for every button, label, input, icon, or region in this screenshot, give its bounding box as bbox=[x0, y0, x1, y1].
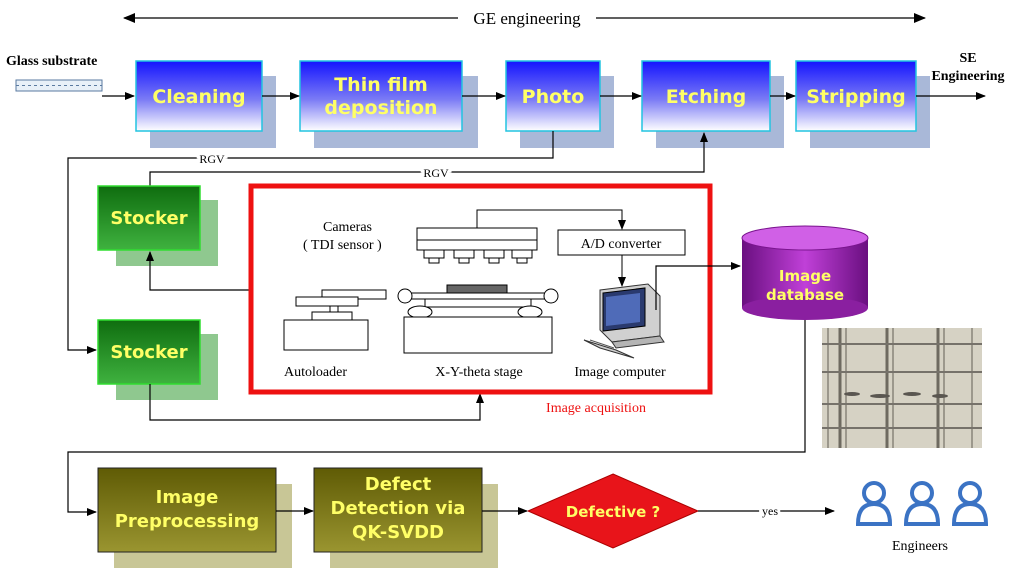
process-step-label: Thin film bbox=[334, 74, 428, 96]
process-step-label: Etching bbox=[666, 86, 747, 108]
defective-decision: Defective ? bbox=[526, 473, 700, 549]
svg-text:yes: yes bbox=[762, 504, 778, 518]
ad-converter-box bbox=[557, 229, 686, 256]
rgv-label: RGV bbox=[423, 166, 449, 180]
se-engineering-label: SE bbox=[959, 51, 976, 66]
process-step-label: Stripping bbox=[806, 86, 906, 108]
analysis-step-image-preprocessing: Image Preprocessing bbox=[97, 467, 292, 568]
glass-substrate: Glass substrate bbox=[6, 54, 135, 100]
tdi-sensor-label: ( TDI sensor ) bbox=[303, 238, 382, 253]
engineer-icon bbox=[951, 481, 989, 526]
engineers-label: Engineers bbox=[892, 539, 948, 554]
decision-label: Defective ? bbox=[566, 503, 660, 521]
stocker-bottom: Stocker bbox=[97, 319, 218, 400]
stocker-label: Stocker bbox=[110, 208, 187, 229]
ge-engineering-span: GE engineering bbox=[123, 9, 926, 28]
svg-text:RGV: RGV bbox=[423, 166, 449, 180]
panel-sample-image bbox=[822, 328, 982, 448]
glass-substrate-label: Glass substrate bbox=[6, 54, 97, 69]
xy-theta-stage-icon bbox=[397, 284, 559, 354]
analysis-step-label: QK-SVDD bbox=[352, 522, 444, 543]
engineers-group: Engineers bbox=[855, 481, 989, 554]
process-step-label: Photo bbox=[522, 86, 585, 108]
process-step-stripping: Stripping bbox=[795, 60, 917, 132]
cameras-label: Cameras bbox=[323, 220, 372, 235]
cameras-icon bbox=[416, 227, 538, 264]
process-step-cleaning: Cleaning bbox=[135, 60, 263, 132]
autoloader-label: Autoloader bbox=[284, 365, 347, 380]
analysis-step-label: Image bbox=[156, 487, 219, 508]
xy-theta-stage-label: X-Y-theta stage bbox=[435, 365, 522, 380]
analysis-step-label: Defect bbox=[365, 474, 432, 495]
process-step-label: deposition bbox=[324, 97, 437, 119]
image-computer-label: Image computer bbox=[574, 365, 666, 380]
process-row: Cleaning Thin film deposition Photo Etch… bbox=[135, 60, 986, 148]
stocker-top: Stocker bbox=[97, 185, 218, 266]
process-step-etching: Etching bbox=[641, 60, 771, 132]
autoloader-icon bbox=[283, 289, 387, 351]
image-database: Image database bbox=[741, 225, 869, 320]
engineer-icon bbox=[855, 481, 893, 526]
svg-text:RGV: RGV bbox=[199, 152, 225, 166]
se-engineering-label: Engineering bbox=[931, 69, 1004, 84]
image-computer-icon bbox=[583, 283, 665, 359]
yes-label: yes bbox=[762, 504, 778, 518]
process-step-thin-film-deposition: Thin film deposition bbox=[299, 60, 463, 132]
rgv-label: RGV bbox=[199, 152, 225, 166]
image-acquisition-box: Image acquisition Cameras ( TDI sensor )… bbox=[248, 183, 713, 416]
ad-converter-label: A/D converter bbox=[581, 237, 662, 252]
image-database-label: Image bbox=[779, 267, 831, 285]
image-database-label: database bbox=[766, 286, 844, 304]
image-acquisition-caption: Image acquisition bbox=[546, 401, 646, 416]
rgv-transport: RGV RGV RGV RGV bbox=[67, 131, 708, 354]
engineer-icon bbox=[903, 481, 941, 526]
analysis-step-label: Detection via bbox=[331, 498, 466, 519]
ge-engineering-label: GE engineering bbox=[473, 9, 581, 28]
stocker-label: Stocker bbox=[110, 342, 187, 363]
process-step-label: Cleaning bbox=[152, 86, 245, 108]
analysis-step-defect-detection: Defect Detection via QK-SVDD bbox=[313, 467, 498, 568]
analysis-step-label: Preprocessing bbox=[115, 511, 260, 532]
process-step-photo: Photo bbox=[505, 60, 601, 132]
